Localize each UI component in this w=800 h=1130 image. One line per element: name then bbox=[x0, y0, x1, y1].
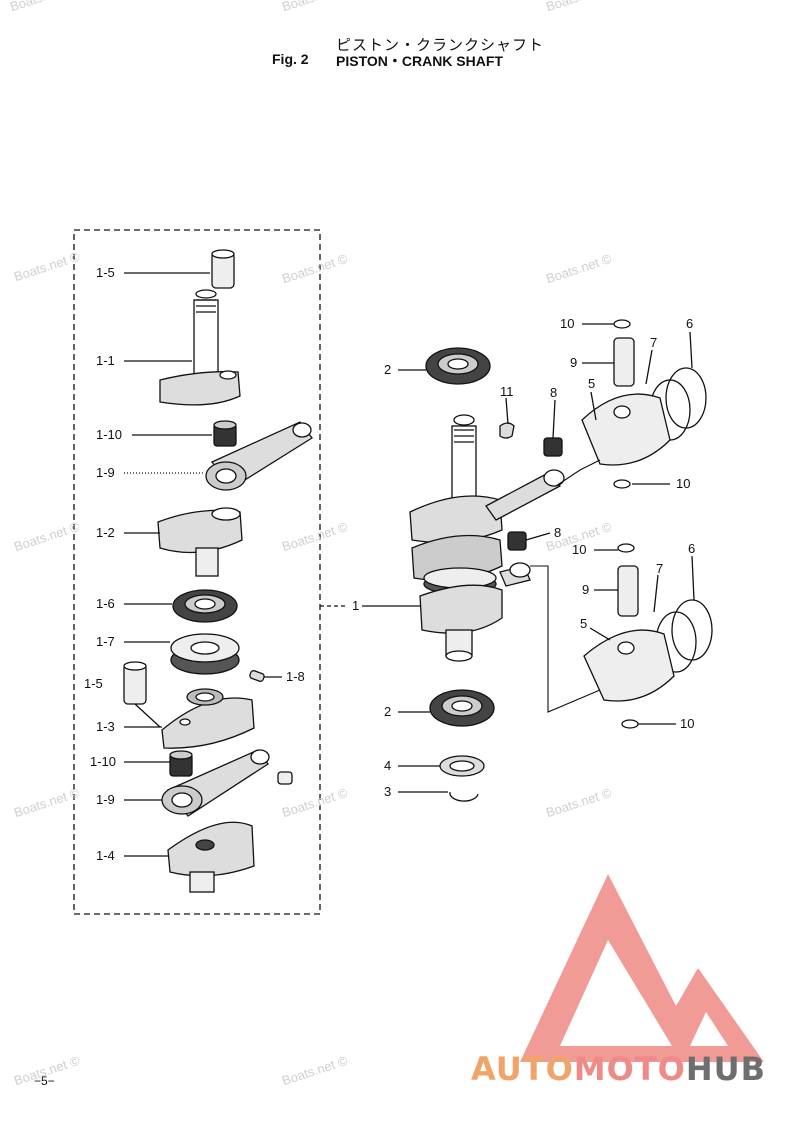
callout-label: 8 bbox=[554, 525, 562, 540]
callout-label: 2 bbox=[384, 362, 392, 377]
piston-upper-group bbox=[581, 319, 707, 489]
small-pin-part bbox=[277, 771, 293, 785]
woodruff-key-part bbox=[499, 422, 515, 439]
callout-label: 9 bbox=[582, 582, 590, 597]
piston-5a bbox=[581, 393, 671, 466]
callout-label: 10 bbox=[680, 716, 695, 731]
callout-label: 1-6 bbox=[96, 596, 115, 611]
ring-6b bbox=[671, 599, 713, 661]
crank-pin-part bbox=[211, 249, 235, 289]
logo-moto: MOTO bbox=[573, 1050, 686, 1088]
needle-bearing-part bbox=[213, 420, 237, 447]
clip-10d bbox=[621, 719, 639, 729]
callout-label: 10 bbox=[560, 316, 575, 331]
ring-6a bbox=[665, 367, 707, 429]
connecting-rod-lower-part bbox=[161, 749, 270, 817]
callout-label: 7 bbox=[650, 335, 658, 350]
sub-assembly-frame bbox=[73, 229, 321, 915]
page-title: PISTON・CRANK SHAFT bbox=[336, 53, 503, 69]
piston-pin-9a bbox=[613, 337, 635, 387]
callout-label: 1-4 bbox=[96, 848, 115, 863]
dowel-pin-part bbox=[249, 670, 265, 682]
clip-10c bbox=[617, 543, 635, 553]
callout-label: 6 bbox=[688, 541, 696, 556]
brand-logo-mark bbox=[520, 874, 764, 1062]
callout-label: 1-3 bbox=[96, 719, 115, 734]
callout-label: 6 bbox=[686, 316, 694, 331]
callout-label: 1-5 bbox=[96, 265, 115, 280]
needle-bearing-8-lower bbox=[507, 531, 527, 551]
piston-lower-group bbox=[583, 543, 713, 729]
callout-label: 3 bbox=[384, 784, 392, 799]
gear-part bbox=[170, 633, 240, 675]
callout-label: 1-9 bbox=[96, 792, 115, 807]
crank-pin-lower-part bbox=[123, 661, 147, 705]
clip-10a bbox=[613, 319, 631, 329]
callout-label: 1-2 bbox=[96, 525, 115, 540]
crank-web-part bbox=[157, 507, 243, 577]
callout-label: 1-5 bbox=[84, 676, 103, 691]
brand-logo-text: AUTOMOTOHUB bbox=[471, 1050, 766, 1088]
callout-label: 5 bbox=[588, 376, 596, 391]
main-bearing-upper bbox=[425, 347, 491, 385]
callout-label: 5 bbox=[580, 616, 588, 631]
ball-bearing-part bbox=[172, 589, 238, 623]
title-japanese: ピストン・クランクシャフト bbox=[336, 37, 545, 54]
callout-label: 2 bbox=[384, 704, 392, 719]
clip-10b bbox=[613, 479, 631, 489]
callout-label: 7 bbox=[656, 561, 664, 576]
crankshaft-assembly bbox=[409, 414, 565, 662]
piston-pin-9b bbox=[617, 565, 639, 617]
callout-label: 1-10 bbox=[96, 427, 123, 442]
needle-bearing-lower-part bbox=[169, 750, 193, 777]
page-number: −5− bbox=[34, 1074, 55, 1088]
callout-label: 1-10 bbox=[90, 754, 117, 769]
lower-crank-web-part bbox=[161, 688, 255, 749]
main-bearing-lower bbox=[429, 689, 495, 727]
logo-hub: HUB bbox=[685, 1050, 767, 1088]
callout-label: 4 bbox=[384, 758, 392, 773]
callout-label: 1-9 bbox=[96, 465, 115, 480]
callout-label: 1-7 bbox=[96, 634, 115, 649]
callout-label: 1-1 bbox=[96, 353, 115, 368]
connecting-rod-part bbox=[205, 421, 313, 491]
figure-number: Fig. 2 bbox=[272, 51, 309, 67]
callout-label: 1 bbox=[352, 598, 360, 613]
callout-label: 10 bbox=[676, 476, 691, 491]
callout-label: 11 bbox=[500, 384, 514, 399]
callout-label: 8 bbox=[550, 385, 558, 400]
lower-crank-part bbox=[167, 821, 255, 893]
logo-auto: AUTO bbox=[471, 1050, 574, 1088]
circlip-part bbox=[449, 791, 479, 802]
callout-label: 1-8 bbox=[286, 669, 305, 684]
callout-label: 9 bbox=[570, 355, 578, 370]
upper-shaft-part bbox=[159, 289, 241, 406]
needle-bearing-8-upper bbox=[543, 437, 563, 457]
callout-label: 10 bbox=[572, 542, 587, 557]
piston-5b bbox=[583, 629, 675, 702]
